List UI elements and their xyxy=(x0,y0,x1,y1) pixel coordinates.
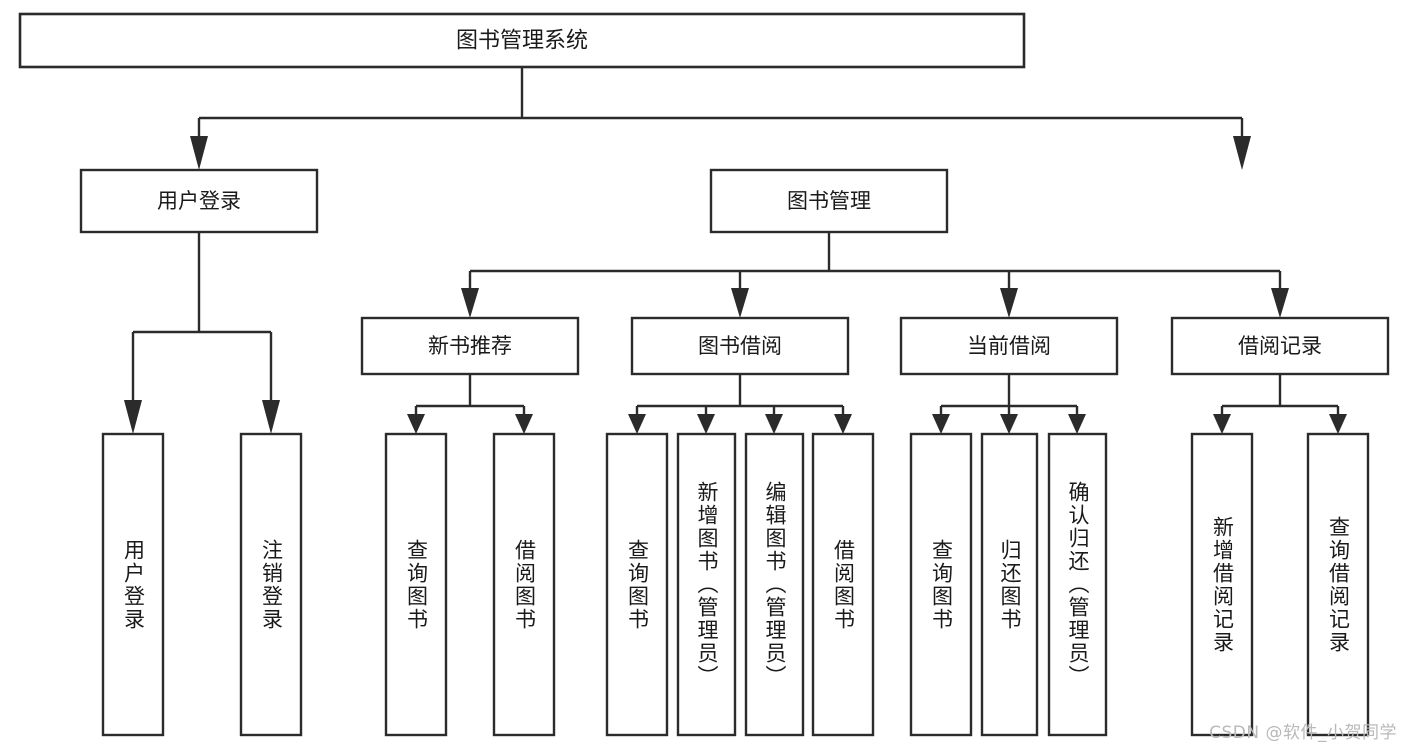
node-leaf-query-book-1-box[interactable] xyxy=(384,432,448,737)
arrow-head-book-management xyxy=(1233,136,1251,170)
connector-group-user-login xyxy=(124,232,280,434)
node-leaf-query-book-3-box[interactable] xyxy=(909,432,973,737)
node-leaf-borrow-book-1-box[interactable] xyxy=(492,432,556,737)
connector-group-current-borrow xyxy=(932,374,1086,434)
node-leaf-add-book-box[interactable] xyxy=(676,432,737,737)
arrow-head-leaf-add-book xyxy=(697,414,715,434)
node-current-borrow-label: 当前借阅 xyxy=(967,334,1051,358)
node-user-login-label: 用户登录 xyxy=(157,189,241,213)
node-borrow-record[interactable]: 借阅记录 xyxy=(1170,316,1390,376)
arrow-head-user-login xyxy=(190,136,208,170)
node-borrow-record-box[interactable] xyxy=(1170,316,1390,376)
node-book-borrow-label: 图书借阅 xyxy=(698,334,782,358)
connector-group-root xyxy=(190,67,1251,170)
node-leaf-borrow-book-2-box[interactable] xyxy=(811,432,875,737)
node-user-login-box[interactable] xyxy=(79,168,319,234)
node-root[interactable]: 图书管理系统 xyxy=(18,12,1026,69)
arrow-head-borrow-record xyxy=(1271,288,1289,318)
arrow-head-leaf-edit-book xyxy=(765,414,783,434)
node-borrow-record-label: 借阅记录 xyxy=(1238,334,1322,358)
arrow-head-leaf-query-book-2 xyxy=(628,414,646,434)
connector-group-book-management xyxy=(461,232,1289,318)
node-book-borrow-box[interactable] xyxy=(630,316,850,376)
node-new-book-recommend-box[interactable] xyxy=(360,316,580,376)
arrow-head-leaf-add-record xyxy=(1213,414,1231,434)
node-book-management[interactable]: 图书管理 xyxy=(709,168,949,234)
arrow-head-leaf-query-book-1 xyxy=(407,414,425,434)
node-current-borrow[interactable]: 当前借阅 xyxy=(899,316,1119,376)
node-leaf-logout-login-box[interactable] xyxy=(239,432,303,737)
arrow-head-leaf-query-record xyxy=(1329,414,1347,434)
node-leaf-add-record-box[interactable] xyxy=(1190,432,1254,737)
node-new-book-recommend-label: 新书推荐 xyxy=(428,334,512,358)
arrow-head-leaf-return-book xyxy=(1000,414,1018,434)
watermark-text: CSDN @软件_小贺同学 xyxy=(1209,723,1397,743)
arrow-head-new-book-recommend xyxy=(461,288,479,318)
node-leaf-confirm-return-box[interactable] xyxy=(1047,432,1108,737)
arrow-head-leaf-logout-login xyxy=(262,400,280,434)
node-leaf-return-book-box[interactable] xyxy=(980,432,1039,737)
node-user-login[interactable]: 用户登录 xyxy=(79,168,319,234)
arrow-head-book-borrow xyxy=(731,288,749,318)
node-leaf-query-book-2-box[interactable] xyxy=(605,432,669,737)
arrow-head-leaf-confirm-return xyxy=(1068,414,1086,434)
node-book-management-box[interactable] xyxy=(709,168,949,234)
connector-group-borrow-record xyxy=(1213,374,1347,434)
node-root-box[interactable] xyxy=(18,12,1026,69)
arrow-head-leaf-query-book-3 xyxy=(932,414,950,434)
node-new-book-recommend[interactable]: 新书推荐 xyxy=(360,316,580,376)
node-book-borrow[interactable]: 图书借阅 xyxy=(630,316,850,376)
node-leaf-edit-book-box[interactable] xyxy=(744,432,805,737)
leaf-boxes xyxy=(101,432,1370,737)
arrow-head-leaf-user-login xyxy=(124,400,142,434)
node-current-borrow-box[interactable] xyxy=(899,316,1119,376)
connector-group-book-borrow xyxy=(628,374,852,434)
node-root-label: 图书管理系统 xyxy=(456,29,588,54)
arrow-head-leaf-borrow-book-2 xyxy=(834,414,852,434)
node-leaf-query-record-box[interactable] xyxy=(1306,432,1370,737)
node-leaf-user-login-box[interactable] xyxy=(101,432,165,737)
connector-group-new-book-recommend xyxy=(407,374,533,434)
arrow-head-leaf-borrow-book-1 xyxy=(515,414,533,434)
arrow-head-current-borrow xyxy=(1000,288,1018,318)
node-book-management-label: 图书管理 xyxy=(787,189,871,213)
